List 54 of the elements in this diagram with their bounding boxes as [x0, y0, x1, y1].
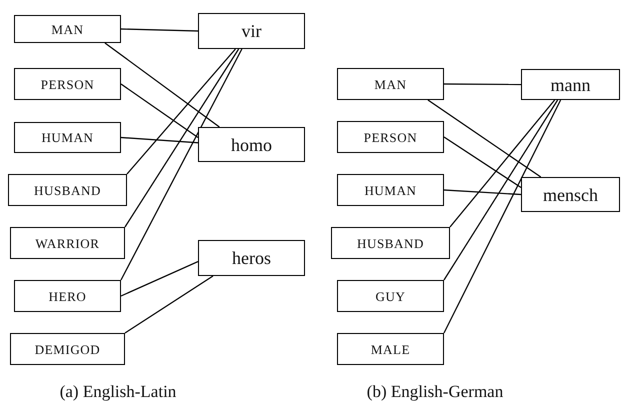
english-word-box [337, 68, 444, 100]
latin-word-box [198, 240, 305, 276]
english-word-box [337, 333, 444, 365]
connector-line [124, 48, 240, 228]
connector-line [120, 136, 198, 144]
english-word-box [337, 121, 444, 153]
word-label: MAN [51, 22, 84, 36]
connector-line [120, 84, 198, 138]
word-label: DEMIGOD [34, 342, 100, 356]
english-word-box [337, 280, 444, 312]
word-label: heros [232, 249, 271, 267]
connector-line [126, 48, 236, 174]
connector-line [428, 100, 542, 178]
english-word-box [337, 174, 444, 206]
connector-line [120, 261, 198, 297]
word-label: HUMAN [41, 131, 94, 144]
subfigure-caption: (a) English-Latin [60, 382, 176, 402]
connector-line [124, 276, 214, 334]
english-word-box [14, 15, 121, 43]
word-label: MALE [370, 342, 410, 356]
english-word-box [10, 333, 125, 365]
english-word-box [14, 280, 121, 312]
word-label: GUY [376, 290, 406, 302]
connector-line [443, 100, 562, 334]
connector-line [104, 42, 220, 128]
connector-line [120, 48, 242, 280]
connector-line [450, 100, 556, 228]
word-label: mensch [543, 186, 598, 204]
word-label: HUMAN [364, 184, 417, 196]
connector-line [444, 83, 521, 86]
word-label: MAN [374, 78, 407, 90]
subfigure-caption: (b) English-German [366, 382, 504, 402]
latin-word-box [521, 177, 620, 212]
latin-word-box [521, 69, 620, 100]
word-label: HUSBAND [356, 236, 424, 250]
word-label: WARRIOR [35, 236, 100, 250]
connector-line [444, 136, 522, 188]
word-label: homo [230, 136, 272, 154]
english-word-box [10, 227, 125, 259]
word-label: HERO [48, 290, 86, 302]
connector-line [444, 100, 558, 280]
latin-word-box [198, 13, 305, 49]
english-word-box [14, 122, 121, 153]
word-label: HUSBAND [34, 184, 102, 196]
word-label: vir [242, 22, 262, 40]
connector-line [444, 189, 522, 196]
word-label: mann [550, 76, 590, 94]
english-word-box [14, 68, 121, 100]
word-label: PERSON [40, 78, 94, 90]
latin-word-box [198, 127, 305, 162]
english-word-box [8, 174, 127, 206]
connector-line [120, 28, 198, 32]
english-word-box [331, 227, 450, 259]
word-label: PERSON [364, 130, 418, 144]
